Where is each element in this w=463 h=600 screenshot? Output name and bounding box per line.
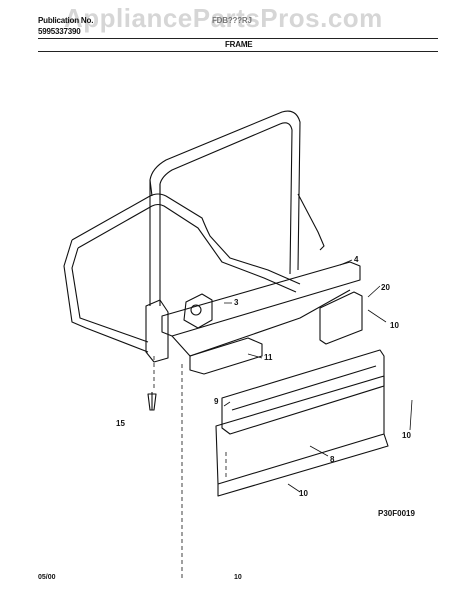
right-bracket [297,193,325,251]
header-rule [38,38,438,39]
callout-4: 4 [354,255,359,264]
bracket-strip [189,337,263,375]
section-title: FRAME [225,40,253,49]
frame-upright-arch [149,110,301,271]
drawing-code: P30F0019 [378,509,415,518]
left-post-bracket [145,299,169,363]
callout-9: 9 [214,397,219,406]
valve-part [183,293,213,329]
callout-20: 20 [381,283,390,292]
callout-8: 8 [330,455,335,464]
callout-11: 11 [264,353,273,362]
callout-15: 15 [116,419,125,428]
frame-upright-left [149,180,161,306]
frame-rail-back [71,193,301,285]
frame-rail-left [63,239,149,353]
footer-date: 05/00 [38,574,56,581]
front-strip-lower [171,289,351,357]
callout-3: 3 [234,298,239,307]
footer-page-number: 10 [234,574,242,581]
callout-10-b: 10 [402,431,411,440]
kick-panel [221,349,385,435]
frame-rail-left-inner [71,247,149,343]
front-strip [161,261,361,337]
frame-upright-arch-inner [159,122,293,275]
clip-part [319,291,363,345]
callout-10-c: 10 [299,489,308,498]
publication-number: 5995337390 [38,27,81,36]
callout-10-a: 10 [390,321,399,330]
screw-part [147,392,157,411]
watermark: AppliancePartsPros.com [64,3,383,33]
model-number: FDB???RJ [212,16,252,25]
section-rule [38,51,438,52]
publication-label: Publication No. [38,16,94,25]
